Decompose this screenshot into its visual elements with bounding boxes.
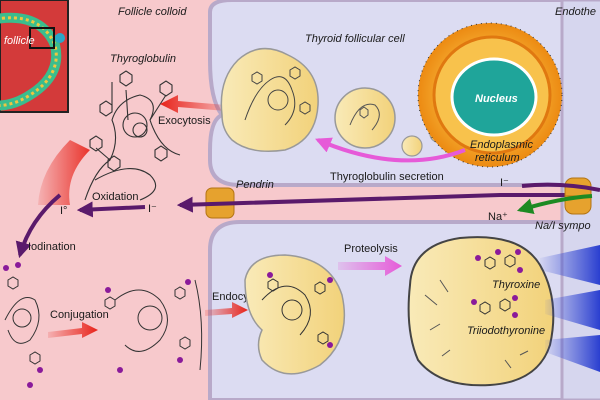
er-label-line2: reticulum <box>475 152 520 164</box>
lysosome-fragments <box>424 279 529 369</box>
triiodothyronine-molecule <box>471 295 518 318</box>
exocytosis-vesicle <box>220 47 319 152</box>
conjugation-label: Conjugation <box>50 309 109 321</box>
iodine-fan-red <box>38 140 90 205</box>
iodide-entry-arrow <box>521 182 600 192</box>
sodium-label: Na⁺ <box>488 211 508 223</box>
iodinated-thyroglobulin <box>3 262 43 388</box>
nucleus-label: Nucleus <box>475 93 518 105</box>
sodium-arrow <box>516 194 593 214</box>
iodine-fan-purple <box>15 193 62 259</box>
pendrin-label: Pendrin <box>236 179 274 191</box>
thyroglobulin-secretion-label: Thyroglobulin secretion <box>330 171 444 183</box>
hormone-release-bands <box>540 245 600 372</box>
oxidation-arrow <box>76 201 146 218</box>
conjugation-arrow <box>48 322 98 338</box>
nucleus-er-complex <box>417 22 563 168</box>
thyroxine-molecule <box>475 249 523 273</box>
oxidation-label: Oxidation <box>92 191 138 203</box>
endocytosis-arrow <box>205 302 248 318</box>
er-label-line1: Endoplasmic <box>470 139 533 151</box>
proteolysis-arrow <box>338 256 402 276</box>
iodide-right-label: I⁻ <box>500 177 509 189</box>
triiodothyronine-label: Triiodothyronine <box>467 325 545 337</box>
endocytosis-vesicle <box>244 254 346 375</box>
iodination-label: Iodination <box>28 241 76 253</box>
thyroglobulin-molecule <box>84 70 181 201</box>
thyroxine-label: Thyroxine <box>492 279 540 291</box>
proteolysis-label: Proteolysis <box>344 243 398 255</box>
thyroid-cell-label: Thyroid follicular cell <box>305 33 405 45</box>
exocytosis-arrow <box>160 95 226 113</box>
symporter-label: Na/I sympo <box>535 220 591 232</box>
iodine-label: I° <box>60 205 67 217</box>
endothelium-label: Endothe <box>555 6 596 18</box>
conjugated-thyroglobulin <box>104 279 203 373</box>
iodide-transport-arrow <box>176 193 585 213</box>
thyroglobulin-label: Thyroglobulin <box>110 53 176 65</box>
follicle-inset-label: follicle <box>4 35 35 47</box>
exocytosis-label: Exocytosis <box>158 115 211 127</box>
vesicle-thyroglobulin-lower <box>261 272 333 348</box>
follicle-colloid-label: Follicle colloid <box>118 6 187 18</box>
thyroglobulin-secretion-arrow <box>315 137 466 163</box>
vesicle-thyroglobulin-upper <box>244 66 311 126</box>
follicle-inset <box>0 0 69 113</box>
iodide-left-label: I⁻ <box>148 203 157 215</box>
